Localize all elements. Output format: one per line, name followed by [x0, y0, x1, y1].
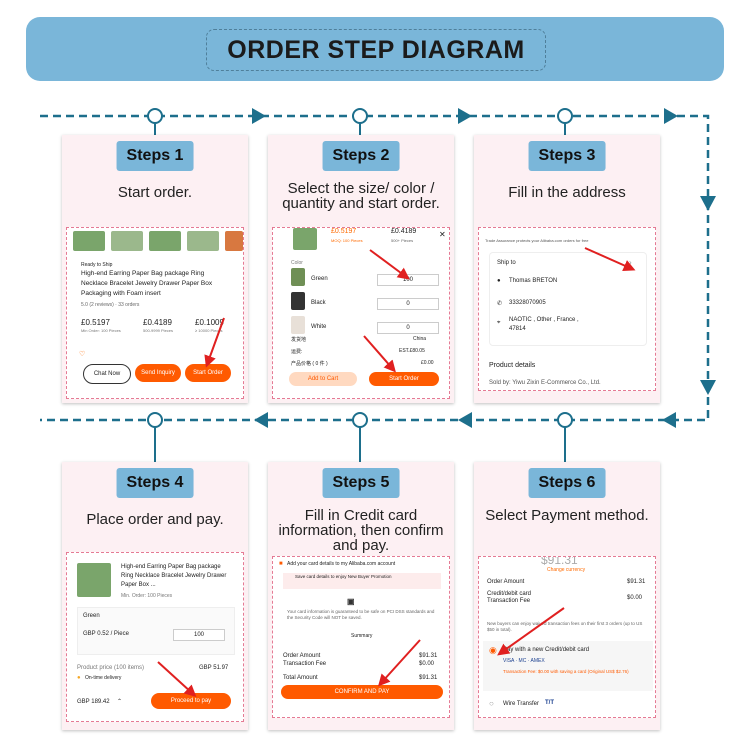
- pointer-arrow-step-2-qty: [370, 250, 405, 276]
- pointer-arrow-step-5: [382, 640, 420, 682]
- pointer-arrow-step-4: [158, 662, 192, 693]
- pointer-arrow-step-2-start: [364, 336, 392, 368]
- pointer-arrow-step-3: [585, 248, 630, 268]
- pointer-arrow-step-6: [502, 608, 564, 652]
- pointer-arrow-step-1: [208, 318, 224, 362]
